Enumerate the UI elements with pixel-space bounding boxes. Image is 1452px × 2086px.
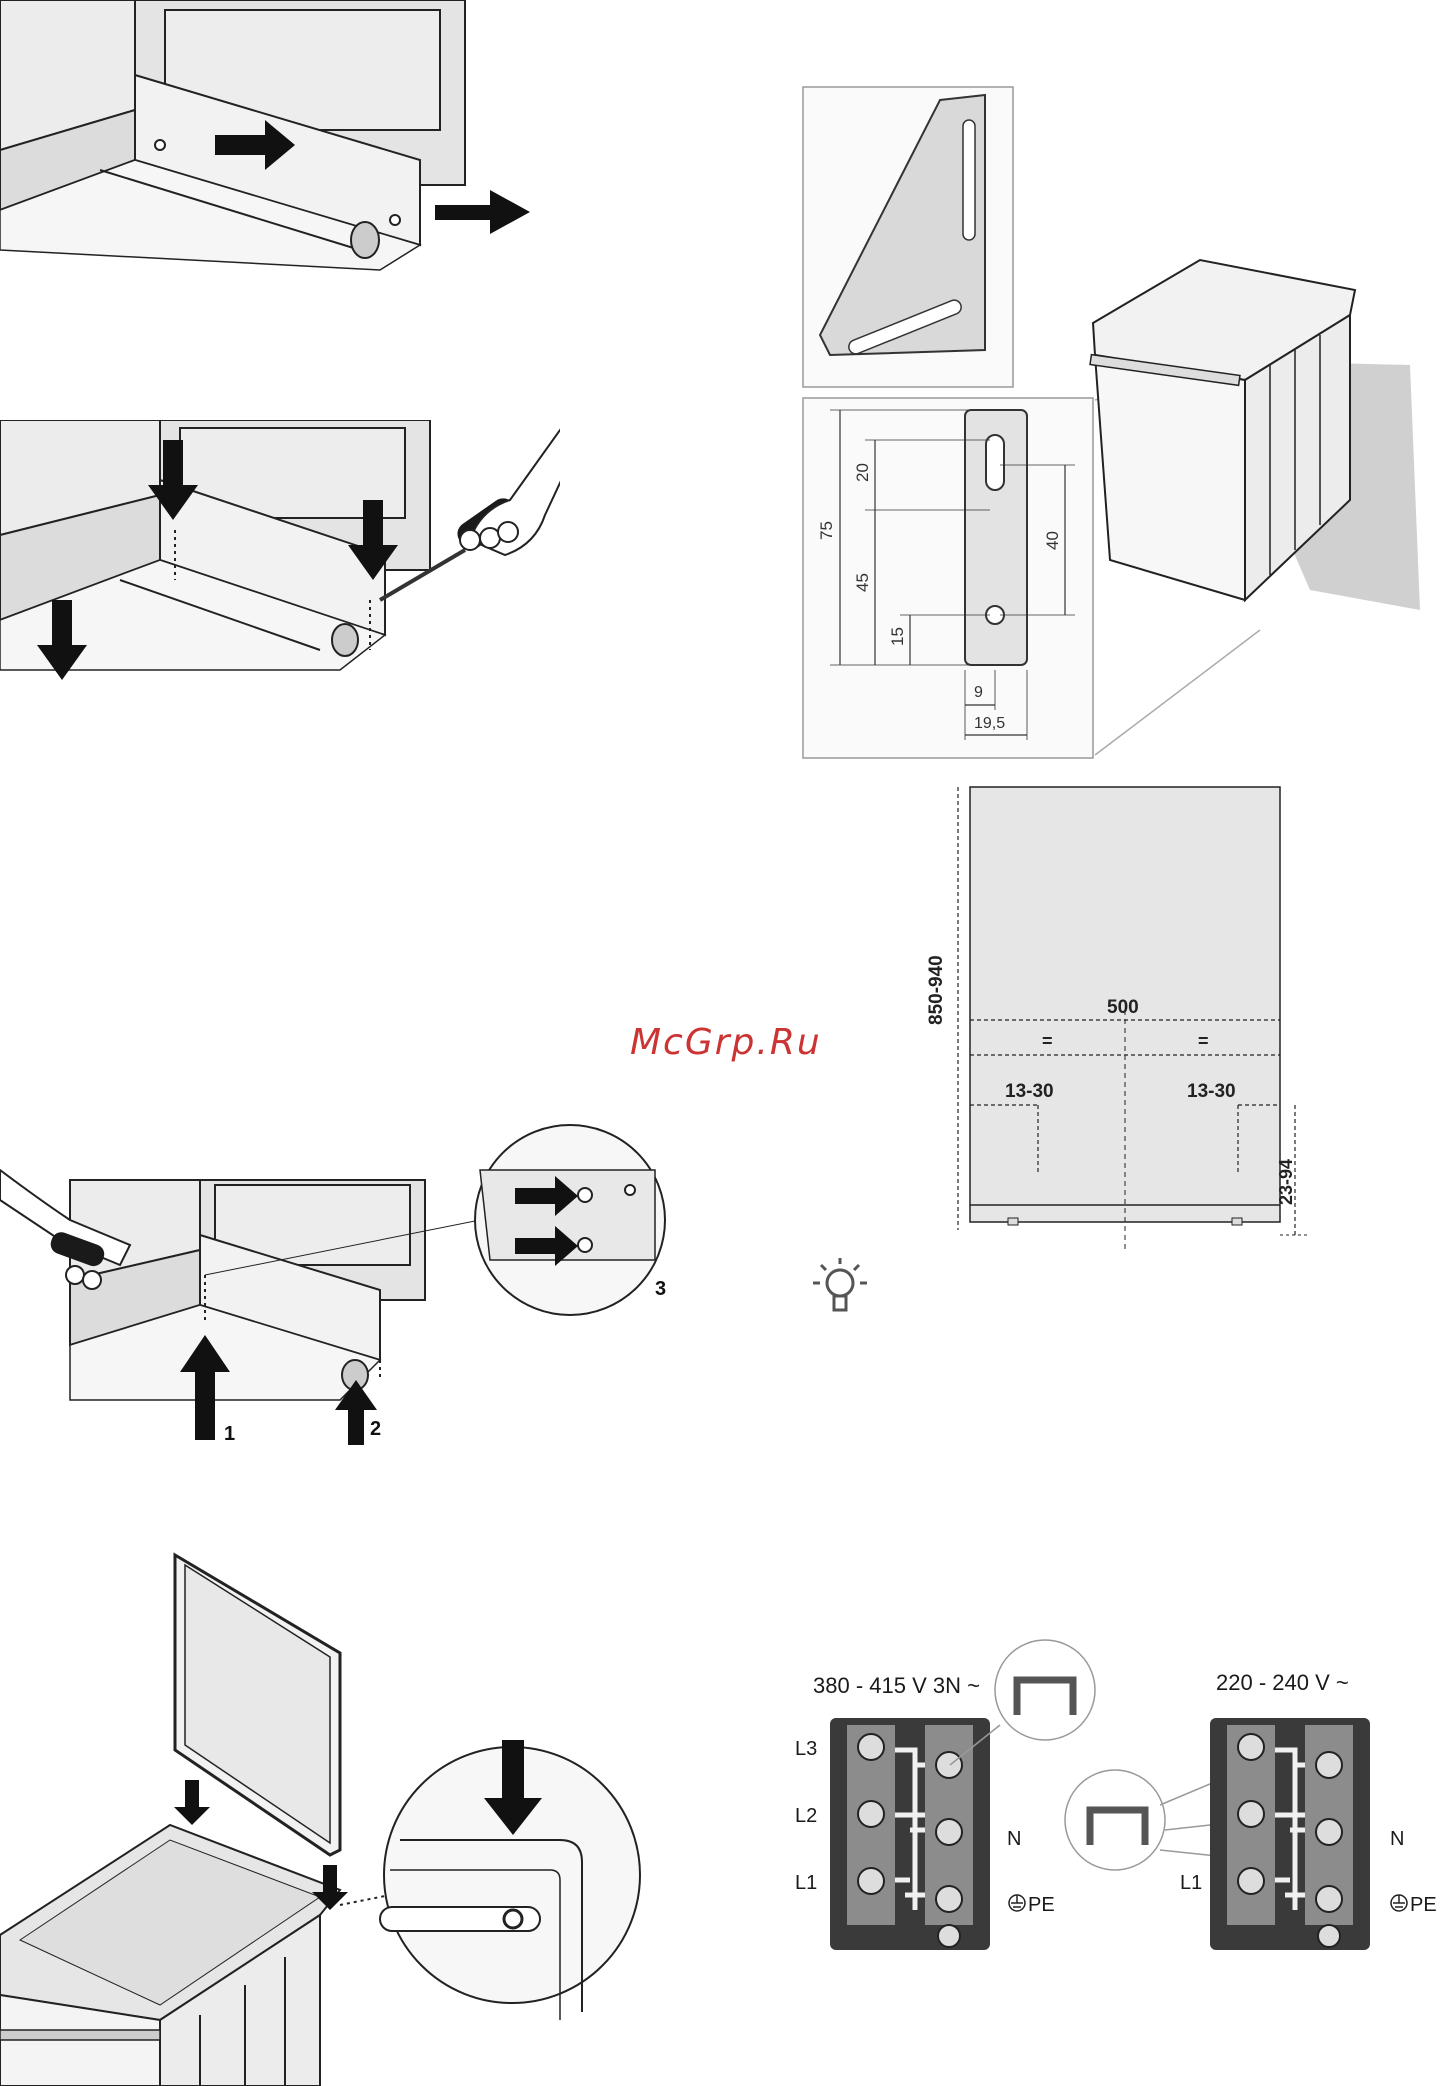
left-voltage-label: 380 - 415 V 3N ~ <box>813 1673 980 1698</box>
niche-equal-left: = <box>1042 1031 1053 1051</box>
left-l3-label: L3 <box>795 1738 817 1760</box>
dim-9: 9 <box>974 684 983 701</box>
niche-offset-right: 13-30 <box>1187 1081 1236 1102</box>
callout-3-label: 3 <box>655 1278 666 1300</box>
niche-foot-label: 23-94 <box>1276 1159 1296 1205</box>
step3-adjust-illustration: 1 2 3 <box>0 1110 680 1450</box>
dim-19-5: 19,5 <box>974 715 1005 732</box>
niche-offset-left: 13-30 <box>1005 1081 1054 1102</box>
dim-15: 15 <box>888 627 907 646</box>
niche-equal-right: = <box>1198 1031 1209 1051</box>
watermark: McGrp.Ru <box>630 1022 822 1063</box>
dim-45: 45 <box>853 573 872 592</box>
left-n-label: N <box>1007 1828 1021 1850</box>
ground-icon <box>1391 1895 1407 1911</box>
step1-remove-screws-illustration <box>0 0 560 290</box>
niche-height-label: 850-940 <box>926 955 947 1025</box>
niche-dimensions-diagram: 850-940 500 = = 13-30 13-30 23-94 <box>920 775 1330 1255</box>
ground-icon <box>1009 1895 1025 1911</box>
lightbulb-icon <box>805 1255 875 1325</box>
arrow-right-icon <box>435 190 530 234</box>
left-pe-label: PE <box>1028 1894 1055 1916</box>
right-voltage-label: 220 - 240 V ~ <box>1216 1670 1349 1695</box>
callout-1-label: 1 <box>224 1423 235 1445</box>
niche-width-label: 500 <box>1107 997 1139 1018</box>
dim-40: 40 <box>1043 531 1062 550</box>
right-n-label: N <box>1390 1828 1404 1850</box>
step4-lid-mount-illustration <box>0 1545 660 2086</box>
callout-2-label: 2 <box>370 1418 381 1440</box>
right-l1-label: L1 <box>1180 1872 1202 1894</box>
dim-75: 75 <box>817 521 836 540</box>
right-terminal-block <box>1210 1718 1370 1950</box>
left-l2-label: L2 <box>795 1805 817 1827</box>
right-pe-label: PE <box>1410 1894 1437 1916</box>
wiring-diagram: 380 - 415 V 3N ~ 220 - 240 V ~ L3 L2 L1 … <box>785 1630 1452 1990</box>
left-l1-label: L1 <box>795 1872 817 1894</box>
dim-20: 20 <box>853 463 872 482</box>
step2-screwdriver-illustration <box>0 420 560 710</box>
antitip-bracket-diagram: 75 20 45 15 40 9 19,5 <box>790 80 1452 770</box>
arrow-down-icon <box>174 1780 210 1825</box>
